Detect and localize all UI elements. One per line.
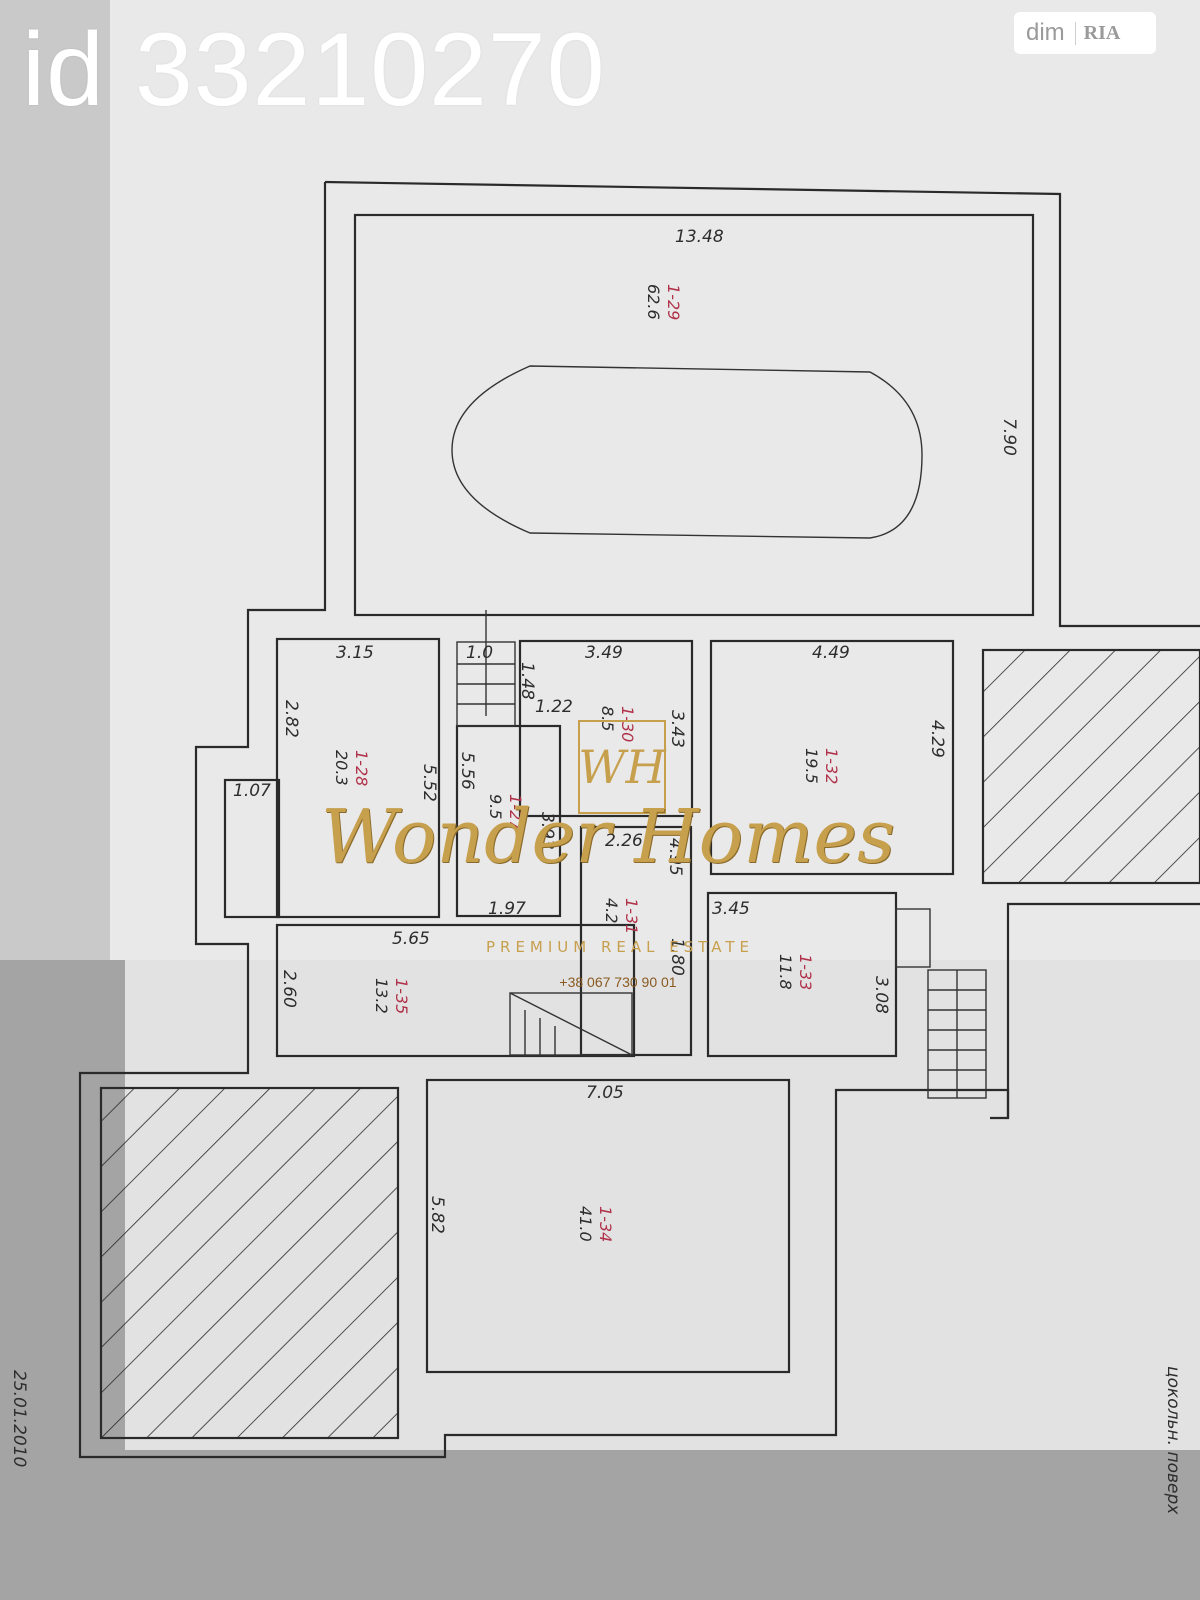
room-label-1-32: 1-32 19.5 (802, 748, 841, 784)
hatched-area-left (99, 1086, 400, 1440)
plan-date: 25.01.2010 (9, 1370, 29, 1467)
dim-label: 5.82 (427, 1196, 447, 1234)
dim-label: 4.95 (665, 838, 685, 876)
stairs-upper (456, 610, 516, 727)
dim-label: 1.97 (488, 899, 526, 919)
stairs-lower (509, 992, 633, 1056)
svg-text:1-27: 1-27 (506, 794, 525, 831)
room-label-1-27: 1-27 9.5 (486, 794, 525, 831)
svg-text:4.2: 4.2 (602, 898, 621, 923)
dim-label: 4.49 (812, 643, 850, 663)
svg-text:1-32: 1-32 (822, 748, 841, 784)
dim-label: 2.60 (279, 970, 299, 1008)
room-1-28-alcove (223, 778, 281, 919)
room-label-1-31: 1-31 4.2 (602, 898, 641, 934)
room-1-31 (579, 825, 693, 1057)
floor-label: цокольн. поверх (1163, 1366, 1183, 1515)
room-label-1-33: 1-33 11.8 (776, 954, 815, 990)
room-label-1-30: 1-30 8.5 (598, 706, 637, 742)
svg-text:9.5: 9.5 (486, 794, 505, 819)
dim-label: 3.15 (336, 643, 374, 663)
dim-label: 13.48 (675, 227, 724, 247)
svg-text:62.6: 62.6 (644, 284, 663, 320)
ria-logo-text: RIA (1074, 21, 1120, 45)
dim-label: 3.93 (537, 812, 557, 850)
svg-text:41.0: 41.0 (576, 1206, 595, 1242)
svg-text:1-30: 1-30 (618, 706, 637, 742)
svg-text:1-28: 1-28 (352, 750, 371, 786)
dim-label: 7.90 (999, 418, 1019, 456)
dim-label: 5.52 (419, 764, 439, 802)
svg-text:11.8: 11.8 (776, 954, 795, 990)
stairs-exterior (895, 908, 987, 1099)
listing-id: id 33210270 (22, 12, 606, 128)
dim-label: 1.07 (233, 781, 271, 801)
svg-text:1-33: 1-33 (796, 954, 815, 990)
room-1-35 (275, 923, 636, 1058)
dim-label: 2.26 (605, 831, 643, 851)
watermark-monogram: WH (578, 720, 666, 814)
dim-label: 4.29 (927, 720, 947, 758)
room-label-1-28: 1-28 20.3 (332, 750, 371, 786)
dim-label: 1.48 (517, 662, 537, 700)
svg-text:13.2: 13.2 (372, 978, 391, 1014)
watermark-phone: +38 067 730 90 01 (559, 974, 677, 990)
room-label-1-35: 1-35 13.2 (372, 978, 411, 1014)
dim-logo-text: dim (1026, 19, 1065, 46)
watermark-tagline: PREMIUM REAL ESTATE (485, 938, 755, 956)
room-1-32 (709, 639, 955, 876)
svg-text:20.3: 20.3 (332, 750, 351, 786)
svg-text:1-31: 1-31 (622, 898, 641, 934)
dim-ria-logo[interactable]: dim RIA (1014, 12, 1156, 54)
dim-label: 3.43 (667, 710, 687, 748)
room-label-1-34: 1-34 41.0 (576, 1206, 615, 1242)
room-label-1-29: 1-29 62.6 (644, 284, 683, 320)
dim-label: 1.0 (466, 643, 493, 663)
dim-label: 3.08 (871, 976, 891, 1014)
dim-label: 5.65 (392, 929, 430, 949)
room-1-34 (425, 1078, 791, 1374)
room-1-30 (518, 639, 694, 818)
room-1-28 (275, 637, 441, 919)
room-1-33 (706, 891, 898, 1058)
dim-label: 1.80 (667, 938, 687, 976)
outer-walls (78, 180, 1200, 1459)
svg-text:1-29: 1-29 (664, 284, 683, 320)
dim-label: 7.05 (586, 1083, 624, 1103)
dim-label: 3.49 (585, 643, 623, 663)
dim-label: 1.22 (535, 697, 573, 717)
dim-label: 5.56 (457, 752, 477, 790)
watermark-brand: Wonder Homes (320, 794, 896, 880)
dim-label: 3.45 (712, 899, 750, 919)
svg-text:1-35: 1-35 (392, 978, 411, 1014)
hatched-area-right (981, 648, 1200, 885)
svg-text:1-34: 1-34 (596, 1206, 615, 1242)
svg-text:8.5: 8.5 (598, 706, 617, 731)
svg-text:19.5: 19.5 (802, 748, 821, 784)
room-pool (353, 213, 1035, 617)
dim-label: 2.82 (281, 700, 301, 738)
